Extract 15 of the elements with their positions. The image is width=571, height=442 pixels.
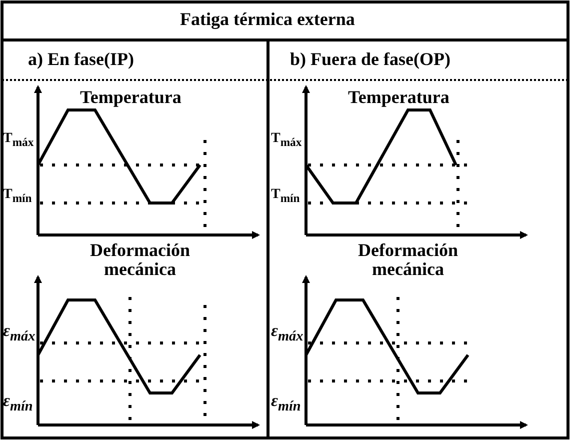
axis-label: ε$_{máx}$ bbox=[271, 322, 304, 344]
column-header: a) En fase(IP) bbox=[28, 50, 134, 69]
plot-title: Deformación mecánica bbox=[357, 241, 459, 279]
plot-title: Temperatura bbox=[80, 88, 182, 107]
axis-label: T$_{máx}$ bbox=[3, 132, 34, 150]
plot-title: Deformación mecánica bbox=[89, 241, 191, 279]
column-header: b) Fuera de fase(OP) bbox=[290, 50, 450, 69]
axis-label: ε$_{máx}$ bbox=[3, 322, 36, 344]
axis-label: T$_{mín}$ bbox=[271, 188, 300, 206]
axis-label: ε$_{mín}$ bbox=[3, 392, 33, 414]
plot-title: Temperatura bbox=[348, 88, 450, 107]
axis-label: T$_{mín}$ bbox=[3, 188, 32, 206]
axis-label: T$_{máx}$ bbox=[271, 132, 302, 150]
axis-label: ε$_{mín}$ bbox=[271, 392, 301, 414]
table-title: Fatiga térmica externa bbox=[180, 10, 355, 29]
